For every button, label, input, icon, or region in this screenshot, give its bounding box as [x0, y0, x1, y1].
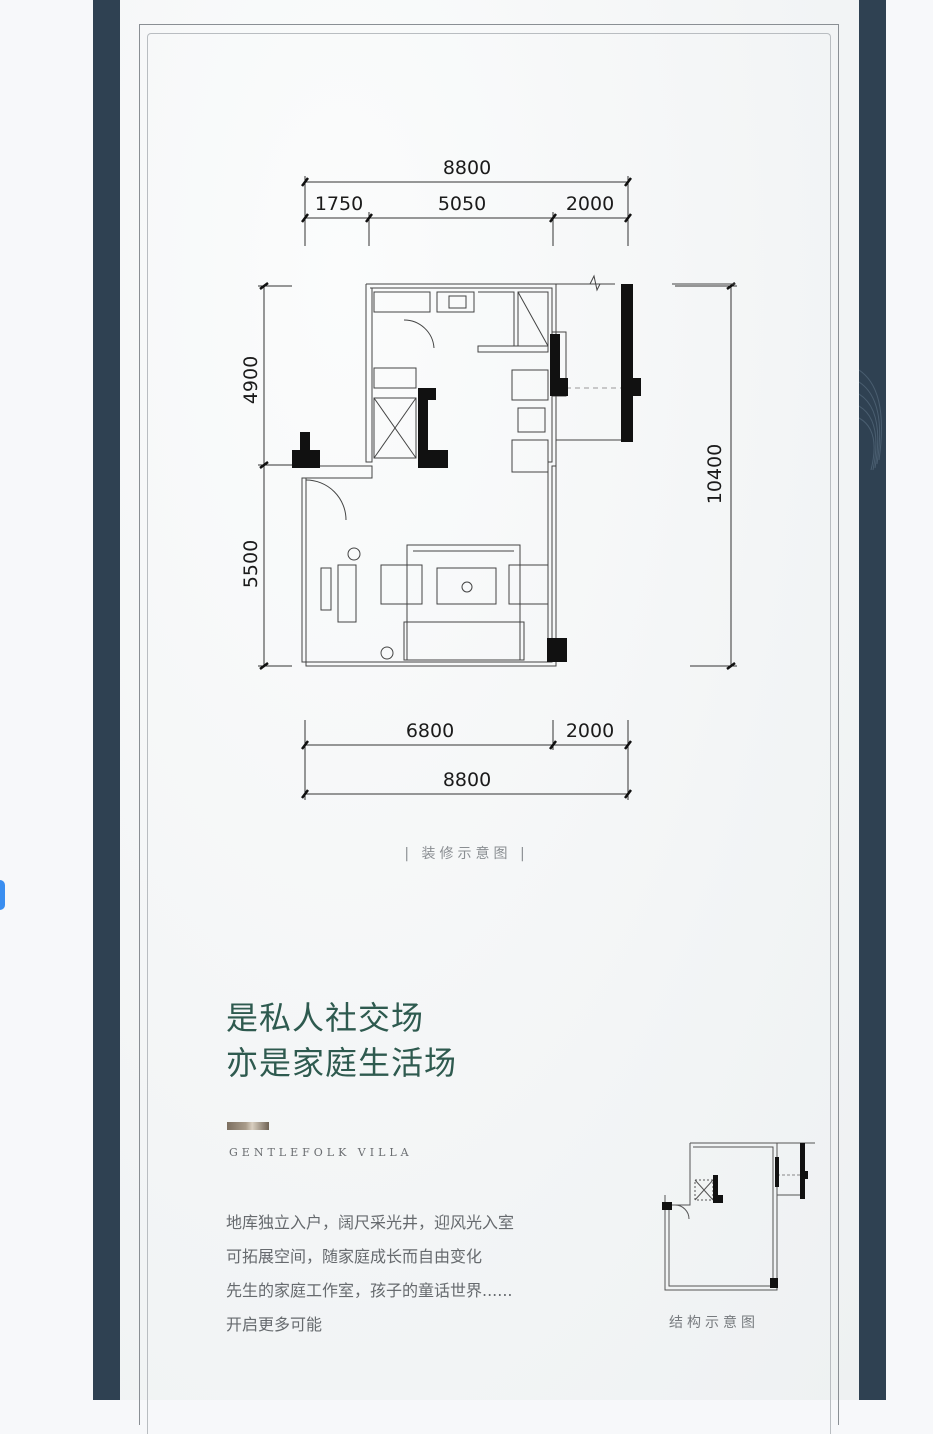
dim-left-lower: 5500 [240, 540, 262, 588]
headline-line-1: 是私人社交场 [226, 999, 425, 1037]
side-tab-button[interactable] [0, 880, 5, 910]
description-line: 地库独立入户，阔尺采光井，迎风光入室 [226, 1213, 515, 1232]
gold-accent-bar [227, 1122, 269, 1130]
dim-right-total: 10400 [704, 444, 726, 504]
right-dark-border [859, 0, 886, 1400]
description-line: 先生的家庭工作室，孩子的童话世界...... [226, 1281, 513, 1300]
dim-top-seg1: 1750 [315, 193, 363, 215]
headline: 是私人社交场 亦是家庭生活场 [226, 996, 457, 1086]
headline-line-2: 亦是家庭生活场 [226, 1044, 458, 1082]
dim-bottom-total: 8800 [443, 769, 491, 791]
dim-left-upper: 4900 [240, 356, 262, 404]
dim-top-seg3: 2000 [566, 193, 614, 215]
left-dark-border [93, 0, 120, 1400]
structure-plan-caption: 结构示意图 [669, 1315, 759, 1331]
arc-decoration [859, 369, 882, 470]
description-line: 开启更多可能 [226, 1315, 323, 1334]
dim-bottom-seg1: 6800 [406, 720, 454, 742]
decoration-plan-caption: | 装修示意图 | [404, 846, 529, 862]
floor-plan-drawing: 8800 1750 5050 2000 6800 2000 8800 4900 … [240, 157, 737, 800]
dim-top-total: 8800 [443, 157, 491, 179]
structure-plan-thumbnail [662, 1142, 815, 1291]
inner-frame [147, 33, 831, 1434]
description-line: 可拓展空间，随家庭成长而自由变化 [226, 1247, 483, 1266]
dim-bottom-seg2: 2000 [566, 720, 614, 742]
content-card [120, 0, 859, 1400]
outer-frame [139, 24, 839, 1425]
dim-top-seg2: 5050 [438, 193, 486, 215]
brand-name: GENTLEFOLK VILLA [229, 1146, 413, 1159]
description: 地库独立入户，阔尺采光井，迎风光入室 可拓展空间，随家庭成长而自由变化 先生的家… [226, 1206, 514, 1342]
